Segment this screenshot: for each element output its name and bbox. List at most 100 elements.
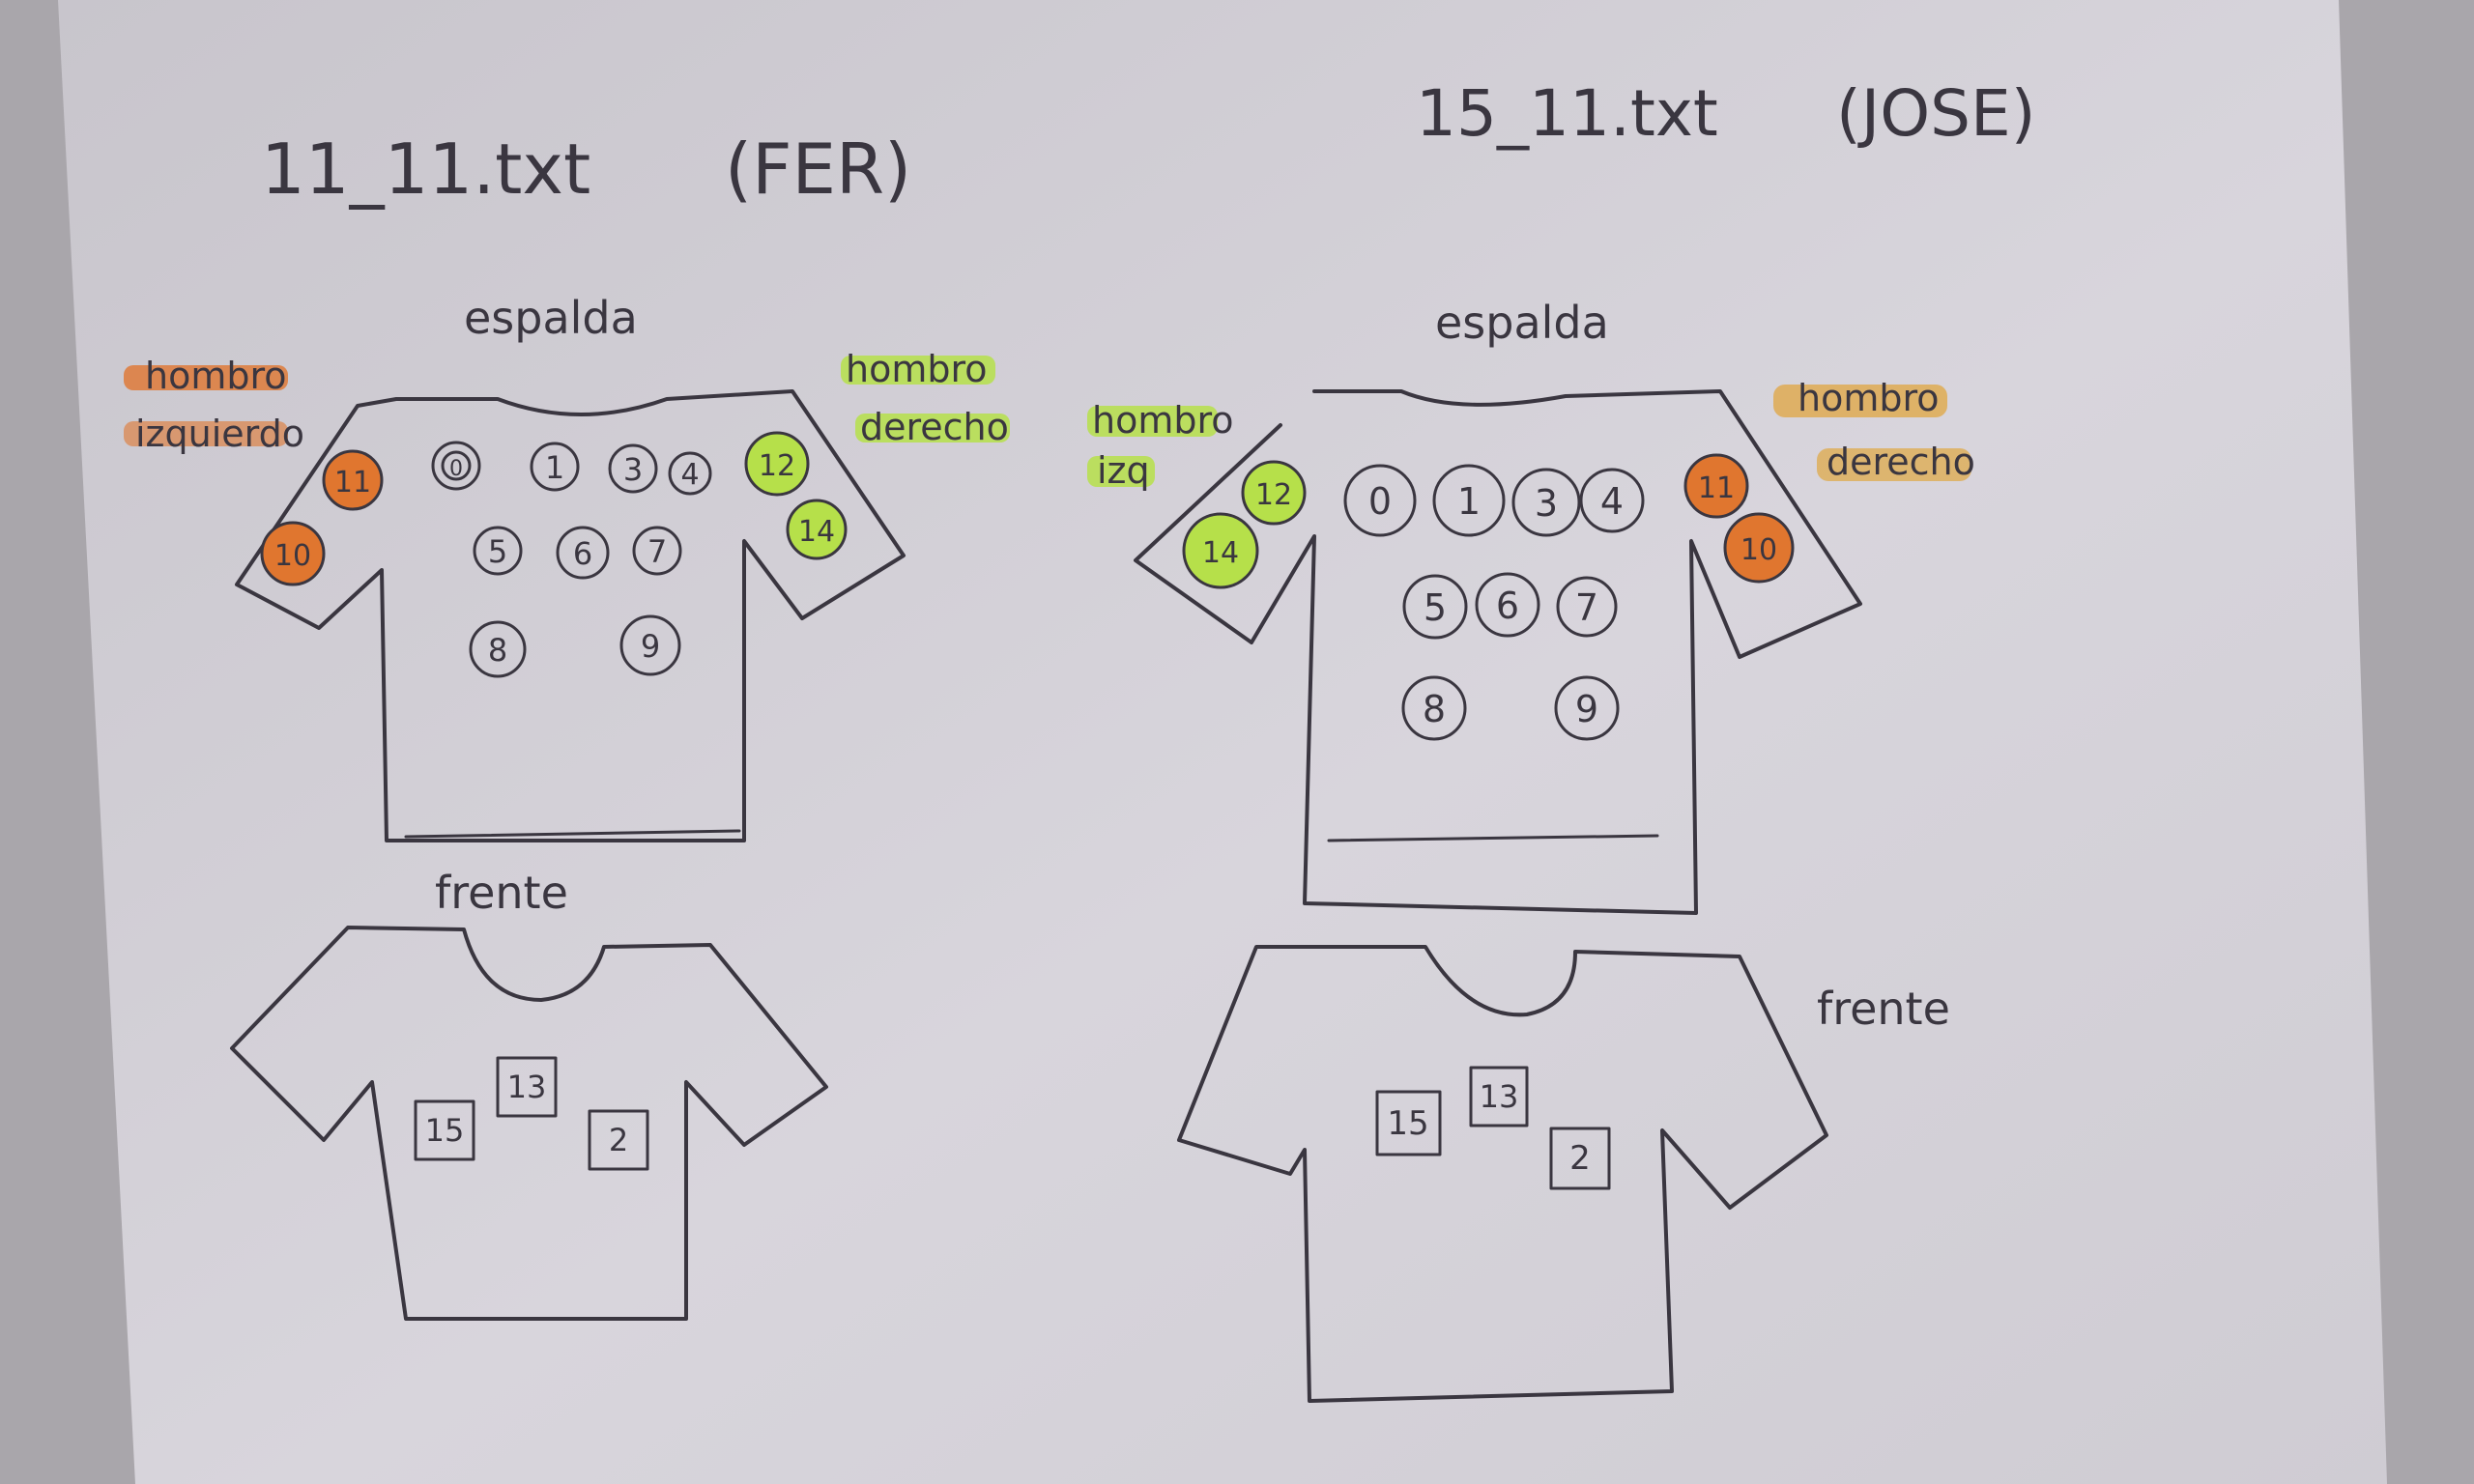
sensor-orange: [1723, 512, 1795, 584]
sensor-label: 2: [1569, 1139, 1591, 1178]
sensor-circle: [619, 614, 681, 676]
sensor-label: 12: [1255, 478, 1292, 512]
sensor-label: 15: [1387, 1104, 1428, 1143]
sensor-orange: [260, 521, 326, 586]
sensor-label: 14: [1202, 536, 1239, 570]
right-title-file: 15_11.txt: [1416, 76, 1718, 151]
sensor-label: 8: [488, 632, 507, 669]
sensor-square: [414, 1099, 475, 1161]
sensor-circle: [1511, 468, 1581, 537]
sensor-circle: [1401, 675, 1467, 741]
sensor-label: 13: [1480, 1078, 1519, 1115]
sensor-circle: [1554, 675, 1620, 741]
left-left-shoulder-label-2: izquierdo: [135, 413, 304, 455]
right-front-sensors: 15 13 2: [1375, 1066, 1611, 1190]
right-front-shirt-outline: [1177, 945, 1828, 1403]
right-right-shoulder-highlight-2: [1817, 448, 1971, 481]
sensor-circle: [1343, 464, 1417, 537]
left-title-person: (FER): [725, 128, 911, 210]
sensor-circle: [1556, 576, 1618, 638]
sensor-square: [496, 1056, 558, 1118]
right-right-shoulder-label-1: hombro: [1798, 377, 1940, 419]
sensor-label: 12: [759, 449, 795, 483]
sensor-label: 11: [334, 466, 371, 499]
right-left-shoulder-highlight: [1087, 406, 1218, 437]
left-back-shirt-outline: [235, 389, 906, 842]
right-left-shoulder-label-1: hombro: [1092, 399, 1234, 442]
sensor-label: 5: [1424, 586, 1447, 629]
sensor-label: 11: [1698, 471, 1735, 505]
left-left-shoulder-highlight: [124, 365, 288, 390]
sensor-square: [1549, 1127, 1611, 1190]
sensor-circle: [1475, 572, 1540, 638]
right-right-shoulder-label-2: derecho: [1827, 441, 1975, 483]
sensor-circle: [431, 441, 481, 491]
left-back-sensors: 0 1 3 4 5 6 7 8 9: [431, 441, 712, 678]
sensor-label: 5: [488, 533, 507, 570]
left-left-shoulder-highlight-2: [124, 421, 288, 446]
sensor-label: 6: [1496, 585, 1519, 627]
left-front-label: frente: [435, 867, 568, 919]
sensor-circle: [1402, 574, 1468, 640]
sensor-label: 4: [1600, 480, 1624, 523]
sensor-label: 1: [545, 449, 564, 486]
sensor-circle: [530, 442, 580, 492]
sensor-label: 7: [647, 533, 667, 570]
sensor-green: [786, 499, 848, 560]
right-back-shirt-outline: [1134, 389, 1862, 915]
sensor-circle: [1432, 464, 1506, 537]
right-back-label: espalda: [1435, 297, 1609, 349]
sensor-label: 15: [425, 1112, 465, 1149]
sensor-label: 4: [680, 458, 699, 492]
sensor-circle: [632, 526, 682, 576]
left-right-shoulder-label-1: hombro: [846, 348, 988, 390]
sensor-label: 9: [641, 628, 660, 665]
sensor-label: 6: [573, 535, 592, 572]
sensor-square: [1469, 1066, 1529, 1127]
sensor-green: [1241, 460, 1307, 526]
right-shoulder-sensors: 12 14 11 10: [1182, 453, 1795, 589]
right-front-label: frente: [1817, 983, 1950, 1035]
sensor-circle: [469, 620, 527, 678]
paper-sheet: [58, 0, 2387, 1484]
left-drawing: 11_11.txt (FER) espalda hombro izquierdo…: [124, 128, 1010, 1321]
right-title-person: (JOSE): [1836, 76, 2036, 151]
sensor-circle-inner: [441, 450, 472, 481]
right-right-shoulder-highlight: [1773, 385, 1947, 417]
right-left-shoulder-highlight-2: [1087, 456, 1155, 487]
sensor-green: [744, 431, 810, 497]
sensor-label: 3: [1535, 482, 1558, 525]
sensor-label: 10: [274, 539, 311, 573]
right-drawing: 15_11.txt (JOSE) espalda hombro izq homb…: [1087, 76, 2036, 1403]
sensor-orange: [322, 449, 384, 511]
left-front-shirt-outline: [230, 926, 828, 1321]
left-shoulder-sensors: 11 10 12 14: [260, 431, 848, 586]
sensor-circle: [556, 526, 610, 580]
sensor-label: 9: [1575, 688, 1598, 730]
sensor-label: 8: [1423, 688, 1446, 730]
left-back-label: espalda: [464, 292, 638, 344]
right-back-sensors: 0 1 3 4 5 6 7 8 9: [1343, 464, 1645, 741]
sensor-label: 1: [1457, 480, 1481, 523]
sensor-label: 10: [1740, 533, 1777, 567]
sensor-circle: [608, 443, 658, 494]
sensor-label: 2: [609, 1122, 628, 1158]
right-back-shirt-hem: [1327, 834, 1659, 842]
left-right-shoulder-label-2: derecho: [860, 406, 1009, 448]
sensor-circle: [473, 526, 523, 576]
sensor-label: 0: [1368, 480, 1392, 523]
sensor-circle: [1579, 468, 1645, 533]
left-back-shirt-hem: [404, 829, 741, 839]
sensor-square: [588, 1109, 649, 1171]
sensor-label: 3: [623, 451, 643, 488]
left-title-file: 11_11.txt: [261, 128, 590, 210]
sensor-label: 13: [507, 1069, 547, 1105]
sensor-orange: [1683, 453, 1749, 519]
sensor-label: 14: [798, 515, 835, 549]
left-left-shoulder-label-1: hombro: [145, 355, 287, 397]
left-front-sensors: 15 13 2: [414, 1056, 649, 1171]
right-left-shoulder-label-2: izq: [1097, 449, 1150, 492]
sensor-label: 0: [449, 457, 463, 481]
sensor-circle: [668, 451, 712, 496]
